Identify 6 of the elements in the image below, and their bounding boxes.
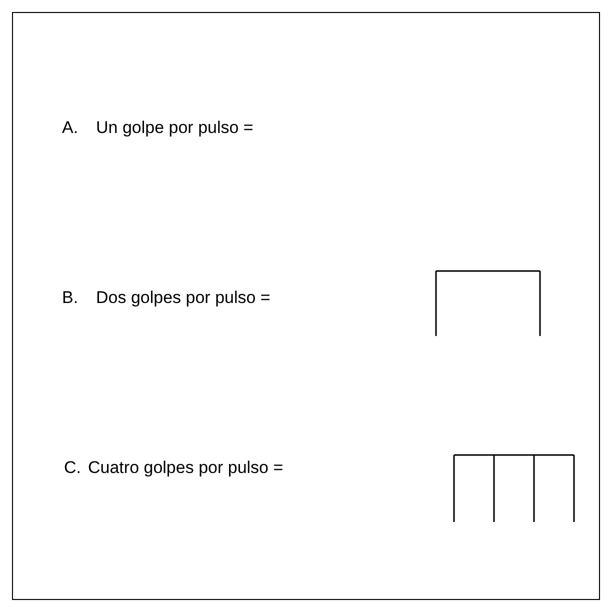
rhythm-label: Dos golpes por pulso = [96,288,270,308]
item-letter: A. [62,118,78,138]
rhythm-label: Un golpe por pulso = [96,118,254,138]
item-letter: C. [64,458,81,478]
item-letter: B. [62,288,78,308]
rhythm-label: Cuatro golpes por pulso = [88,458,284,478]
